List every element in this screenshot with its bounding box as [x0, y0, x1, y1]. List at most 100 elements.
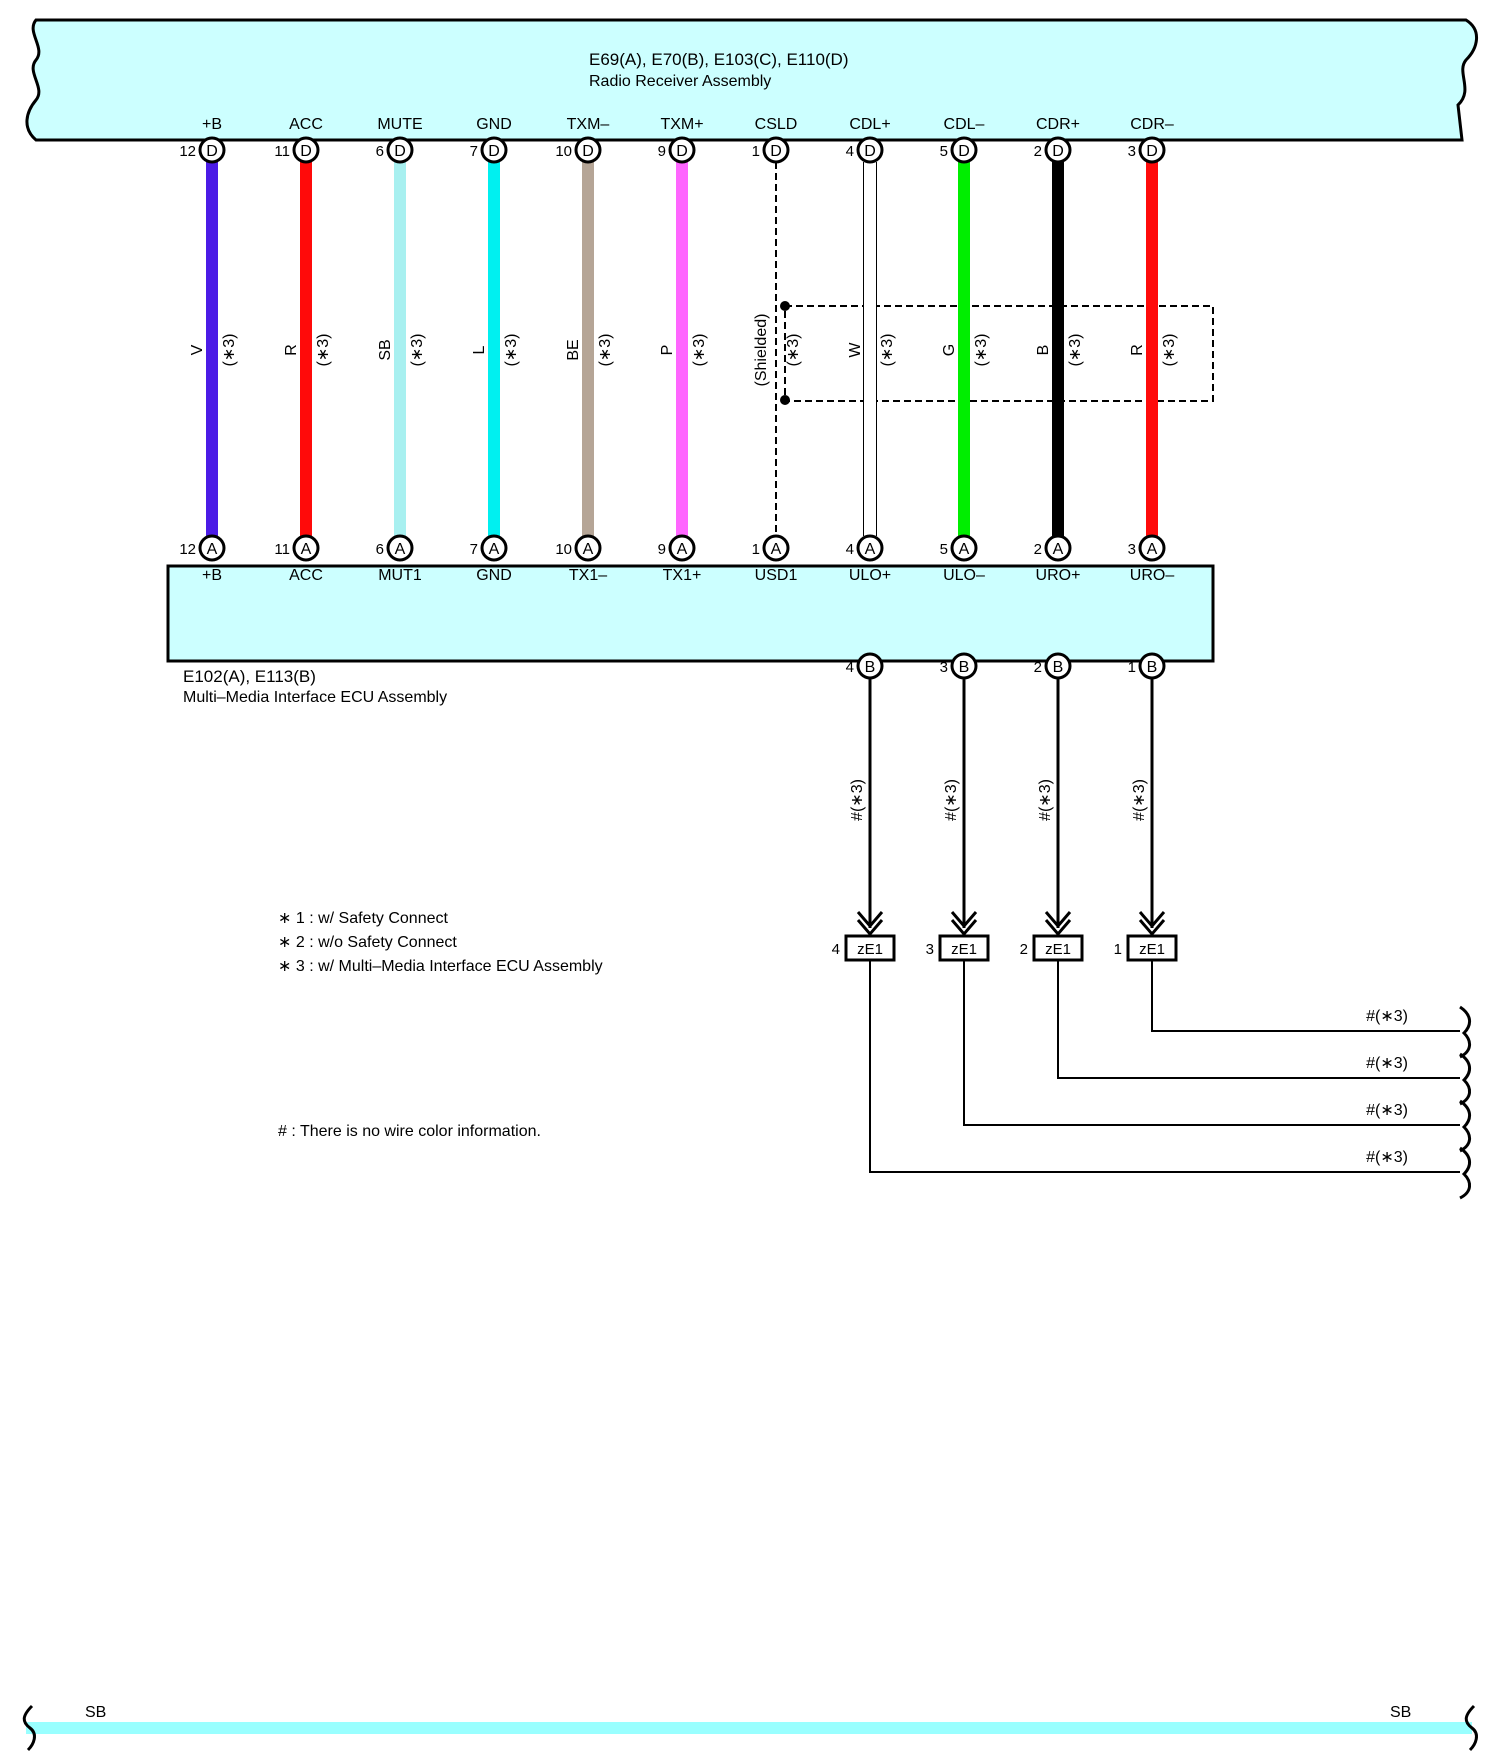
pin-number-top: 2: [1034, 143, 1042, 160]
wire-note: (∗3): [221, 334, 238, 367]
ecu-name: Multi–Media Interface ECU Assembly: [183, 689, 447, 706]
output-route-note: #(∗3): [1366, 1008, 1408, 1025]
ecu-pin-label: ULO+: [849, 567, 891, 584]
connector-letter-bottom: A: [583, 541, 594, 558]
pin-circle-bottom: [762, 534, 790, 562]
ecu-pin-label: ULO–: [943, 567, 985, 584]
pin-number-output: 1: [1128, 659, 1136, 676]
wire-note: (∗3): [503, 334, 520, 367]
wire-color-code: L: [471, 345, 488, 354]
arrow-chevron: [1138, 911, 1166, 937]
wire-note: (∗3): [879, 334, 896, 367]
pin-number-output: 4: [846, 659, 854, 676]
pin-number-top: 11: [274, 143, 290, 160]
pin-number-top: 10: [555, 143, 572, 160]
line-break-bracket: [1459, 1005, 1471, 1059]
pin-circle-top: [574, 136, 602, 164]
pin-number-bottom: 3: [1128, 541, 1136, 558]
line-break-bracket: [1459, 1052, 1471, 1106]
connector-letter-bottom: A: [865, 541, 876, 558]
connector-letter-top: D: [582, 143, 594, 160]
bottom-bar-left-break: [22, 1704, 36, 1752]
receiver-pin-label: TXM+: [660, 116, 703, 133]
bottom-bar-left-label: SB: [85, 1704, 106, 1721]
pin-number-output: 2: [1034, 659, 1042, 676]
connector-letter-top: D: [676, 143, 688, 160]
pin-circle-top: [386, 136, 414, 164]
pin-number-output: 3: [940, 659, 948, 676]
junction-connector-label: zE1: [1139, 941, 1165, 958]
output-wire-note: #(∗3): [943, 779, 960, 821]
ecu-pin-label: URO–: [1130, 567, 1175, 584]
connector-letter-bottom: A: [301, 541, 312, 558]
pin-circle-bottom: [574, 534, 602, 562]
output-wire-note: #(∗3): [1037, 779, 1054, 821]
wire-note: (∗3): [1067, 334, 1084, 367]
receiver-pin-label: MUTE: [377, 116, 422, 133]
connector-letter-top: D: [488, 143, 500, 160]
connector-letter-output: B: [1147, 659, 1158, 676]
wire-color-code: B: [1035, 345, 1052, 356]
wire-color-code: BE: [565, 339, 582, 360]
footnotes: ∗ 1 : w/ Safety Connect ∗ 2 : w/o Safety…: [278, 910, 603, 1140]
connector-letter-bottom: A: [771, 541, 782, 558]
receiver-pin-label: CDL–: [944, 116, 985, 133]
pin-circle-bottom: [480, 534, 508, 562]
pin-circle-top: [856, 136, 884, 164]
output-route-note: #(∗3): [1366, 1149, 1408, 1166]
pin-circle-bottom: [950, 534, 978, 562]
wires-layer: +BD12V(∗3)A12+BACCD11R(∗3)A11ACCMUTED6SB…: [179, 116, 1178, 584]
footnote-3: ∗ 3 : w/ Multi–Media Interface ECU Assem…: [278, 958, 603, 975]
shield-junction-top: [780, 301, 790, 311]
pin-number-top: 7: [470, 143, 478, 160]
connector-letter-top: D: [958, 143, 970, 160]
wire-color-code: V: [189, 344, 206, 355]
output-route-note: #(∗3): [1366, 1055, 1408, 1072]
pin-circle-top: [480, 136, 508, 164]
pin-circle-top: [668, 136, 696, 164]
receiver-block: [25, 18, 1478, 142]
ecu-pin-label: URO+: [1036, 567, 1081, 584]
junction-connector: [1032, 934, 1084, 962]
arrow-chevron: [950, 911, 978, 937]
hash-note: # : There is no wire color information.: [278, 1123, 541, 1140]
pin-number-bottom: 1: [752, 541, 760, 558]
pin-number-top: 1: [752, 143, 760, 160]
arrow-chevron: [856, 911, 884, 937]
pin-circle-bottom: [856, 534, 884, 562]
wire-note: (∗3): [409, 334, 426, 367]
wire-note: (∗3): [315, 334, 332, 367]
wire-color-code: R: [1129, 344, 1146, 356]
pin-circle-top: [198, 136, 226, 164]
receiver-connectors: E69(A), E70(B), E103(C), E110(D): [589, 50, 849, 69]
wire-color-code: (Shielded): [753, 314, 770, 387]
output-route-line: [963, 960, 1460, 1126]
connector-letter-top: D: [1146, 143, 1158, 160]
receiver-pin-label: CDL+: [849, 116, 890, 133]
connector-letter-top: D: [206, 143, 218, 160]
wire-note: (∗3): [973, 334, 990, 367]
wire-color-code: P: [659, 345, 676, 356]
line-break-bracket: [1459, 1099, 1471, 1153]
wire-note: (∗3): [691, 334, 708, 367]
pin-number-bottom: 2: [1034, 541, 1042, 558]
ecu-pin-label: +B: [202, 567, 222, 584]
junction-connector-label: zE1: [857, 941, 883, 958]
wire-color-code: R: [283, 344, 300, 356]
ecu-connectors: E102(A), E113(B): [183, 667, 316, 686]
output-route-line: [1057, 960, 1460, 1079]
bottom-bar-right-break: [1464, 1704, 1478, 1752]
connector-letter-top: D: [300, 143, 312, 160]
ecu-pin-label: MUT1: [378, 567, 422, 584]
pin-number-top: 5: [940, 143, 948, 160]
wire-note: (∗3): [785, 334, 802, 367]
pin-number-bottom: 5: [940, 541, 948, 558]
